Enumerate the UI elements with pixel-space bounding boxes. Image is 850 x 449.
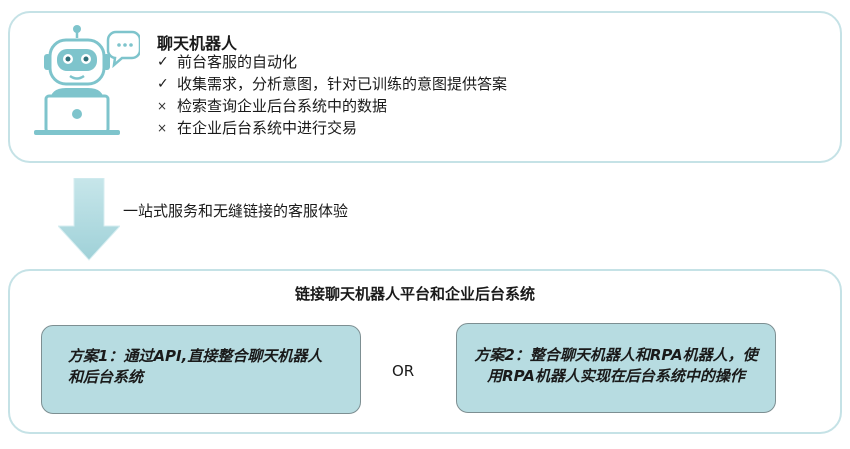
option-2-box: 方案2：整合聊天机器人和RPA机器人，使用RPA机器人实现在后台系统中的操作 [456, 323, 776, 413]
check-icon: ✓ [157, 54, 169, 70]
cross-icon: × [157, 99, 168, 113]
arrow-label: 一站式服务和无缝链接的客服体验 [123, 202, 349, 220]
option-1-box: 方案1：通过API,直接整合聊天机器人和后台系统 [41, 325, 361, 414]
speech-bubble-icon [106, 30, 140, 69]
list-item: ×在企业后台系统中进行交易 [157, 119, 358, 137]
cross-icon: × [157, 121, 168, 135]
chatbot-title: 聊天机器人 [157, 34, 238, 53]
list-item: ×检索查询企业后台系统中的数据 [157, 97, 388, 115]
chatbot-laptop-icon [34, 25, 140, 135]
chatbot-panel [8, 11, 842, 163]
check-icon: ✓ [157, 76, 169, 92]
list-item: ✓收集需求，分析意图，针对已训练的意图提供答案 [157, 75, 508, 93]
list-item: ✓前台客服的自动化 [157, 53, 298, 71]
down-arrow-icon [58, 178, 120, 261]
or-label: OR [392, 362, 415, 380]
integration-title: 链接聊天机器人平台和企业后台系统 [294, 285, 535, 303]
chatbot-capability-list: ✓前台客服的自动化 ✓收集需求，分析意图，针对已训练的意图提供答案 ×检索查询企… [157, 51, 507, 139]
